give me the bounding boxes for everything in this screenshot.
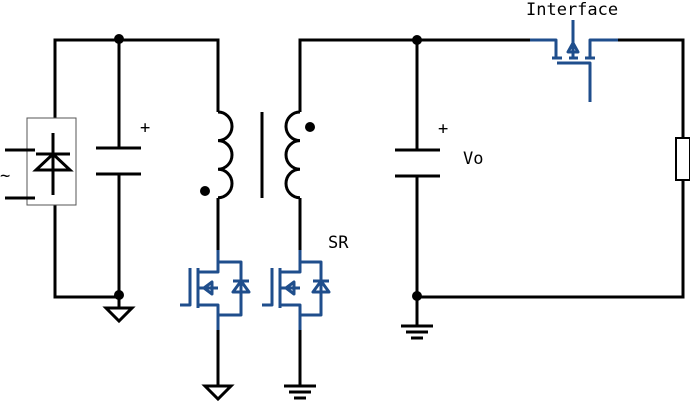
junction-dot bbox=[412, 291, 422, 301]
secondary-winding bbox=[284, 38, 530, 250]
ground-icon bbox=[401, 324, 433, 340]
bridge-rectifier bbox=[5, 117, 77, 206]
sr-mosfet bbox=[262, 250, 331, 400]
ground-icon bbox=[102, 306, 136, 324]
interface-mosfet bbox=[530, 20, 618, 102]
sr-label: SR bbox=[328, 233, 349, 253]
input-wires bbox=[53, 38, 220, 308]
primary-winding bbox=[200, 110, 234, 250]
ground-icon bbox=[201, 384, 235, 402]
input-capacitor bbox=[96, 146, 141, 176]
vo-label: Vo bbox=[463, 149, 483, 169]
junction-dot bbox=[114, 290, 124, 300]
input-cap-polarity: + bbox=[140, 118, 150, 138]
output-capacitor bbox=[395, 38, 685, 325]
junction-dot bbox=[114, 34, 124, 44]
load-resistor bbox=[675, 137, 690, 181]
ac-source-symbol: ~ bbox=[0, 166, 10, 186]
output-cap-polarity: + bbox=[438, 119, 448, 139]
junction-dot bbox=[412, 35, 422, 45]
interface-label: Interface bbox=[526, 0, 618, 20]
primary-mosfet bbox=[180, 250, 251, 402]
ground-icon bbox=[284, 384, 316, 400]
